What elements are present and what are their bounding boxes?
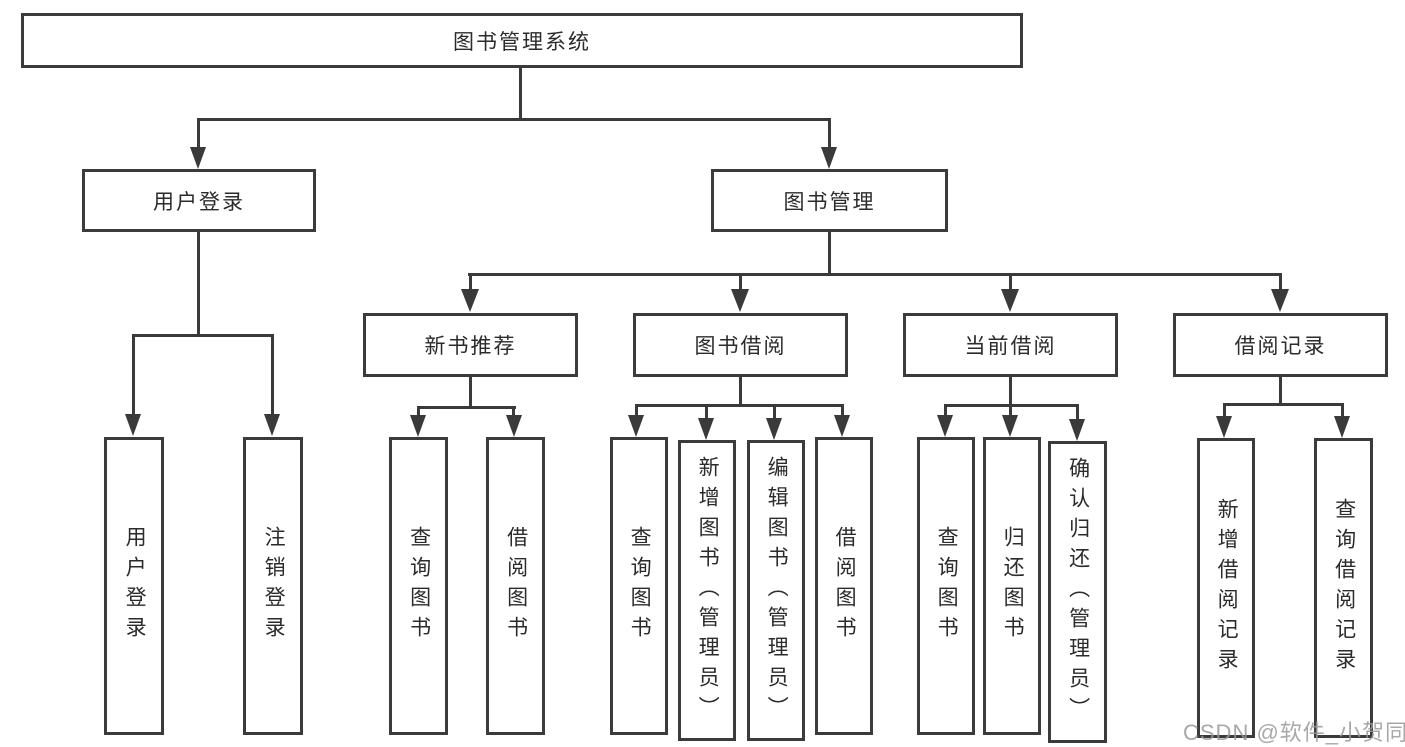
- connector-borrowing-stem: [739, 375, 742, 406]
- connector-root-stem: [519, 68, 522, 120]
- connector-l3-drop: [469, 276, 472, 289]
- node-book-mgmt: 图书管理: [711, 169, 948, 232]
- leaf-label: 借阅图书: [504, 526, 528, 646]
- leaf-user-login: 用户登录: [104, 437, 164, 735]
- leaf-confirm-return-admin: 确认归还（管理员）: [1048, 441, 1107, 743]
- leaf-query-book-2: 查询图书: [610, 437, 668, 735]
- arrowhead-leaf: [628, 415, 644, 437]
- leaf-label: 查询图书: [935, 526, 959, 646]
- node-root: 图书管理系统: [21, 13, 1023, 68]
- arrowhead-leaf: [1216, 416, 1232, 438]
- leaf-query-book-1: 查询图书: [389, 437, 448, 735]
- connector-book-mgmt-stem: [828, 230, 831, 275]
- leaf-label: 查询图书: [407, 526, 431, 646]
- leaf-label: 查询借阅记录: [1332, 498, 1356, 678]
- connector-user-login-drop: [197, 118, 200, 148]
- arrowhead-leaf: [937, 415, 953, 437]
- node-current-label: 当前借阅: [964, 335, 1057, 358]
- leaf-query-borrow-record: 查询借阅记录: [1314, 438, 1373, 738]
- arrowhead-leaf: [1334, 416, 1350, 438]
- connector-book-mgmt-branch: [468, 273, 1282, 276]
- connector-leaf-drop: [841, 407, 844, 416]
- node-root-label: 图书管理系统: [453, 30, 591, 54]
- arrowhead-l3: [731, 289, 749, 312]
- leaf-label: 确认归还（管理员）: [1066, 457, 1090, 727]
- leaf-logout: 注销登录: [243, 437, 303, 735]
- connector-current-branch: [944, 404, 1079, 407]
- connector-leaf-drop: [773, 407, 776, 418]
- connector-records-stem: [1279, 375, 1282, 405]
- connector-l3-drop: [1279, 276, 1282, 289]
- node-current: 当前借阅: [903, 313, 1118, 377]
- connector-current-stem: [1009, 375, 1012, 406]
- connector-leaf-drop: [1076, 407, 1079, 420]
- leaf-label: 新增借阅记录: [1215, 498, 1239, 678]
- leaf-query-book-3: 查询图书: [917, 437, 975, 735]
- connector-new-books-branch: [417, 406, 516, 409]
- connector-leaf-drop: [417, 406, 420, 416]
- leaf-label: 查询图书: [628, 526, 652, 646]
- leaf-label: 归还图书: [1001, 526, 1025, 646]
- leaf-borrow-book-2: 借阅图书: [815, 437, 873, 735]
- leaf-label: 注销登录: [262, 526, 286, 646]
- connector-leaf-drop: [705, 407, 708, 418]
- leaf-edit-book-admin: 编辑图书（管理员）: [747, 440, 805, 741]
- leaf-label: 借阅图书: [833, 526, 857, 646]
- arrowhead-book-mgmt: [821, 147, 837, 169]
- leaf-label: 用户登录: [123, 526, 147, 646]
- node-borrowing: 图书借阅: [633, 313, 848, 377]
- arrowhead-leaf: [125, 414, 141, 436]
- connector-leaf-drop: [944, 407, 947, 416]
- connector-leaf-drop: [512, 406, 515, 416]
- connector-leaf-drop: [132, 334, 135, 414]
- leaf-borrow-book-1: 借阅图书: [486, 437, 545, 735]
- connector-leaf-drop: [1223, 406, 1226, 417]
- node-records: 借阅记录: [1173, 313, 1388, 377]
- arrowhead-leaf: [1069, 419, 1085, 441]
- connector-book-mgmt-drop: [828, 118, 831, 148]
- leaf-label: 新增图书（管理员）: [696, 455, 720, 726]
- connector-l3-drop: [739, 276, 742, 289]
- arrowhead-leaf: [410, 415, 426, 437]
- connector-l3-drop: [1009, 276, 1012, 289]
- csdn-watermark: CSDN @软件_小贺同学: [1183, 720, 1405, 745]
- connector-borrowing-branch: [635, 404, 844, 407]
- arrowhead-leaf: [698, 418, 714, 440]
- connector-records-branch: [1223, 403, 1344, 406]
- leaf-add-borrow-record: 新增借阅记录: [1197, 438, 1255, 738]
- arrowhead-leaf: [1002, 415, 1018, 437]
- connector-root-branch: [197, 118, 831, 121]
- connector-new-books-stem: [469, 375, 472, 408]
- node-book-mgmt-label: 图书管理: [783, 190, 876, 214]
- connector-leaf-drop: [1341, 406, 1344, 417]
- connector-leaf-drop: [635, 407, 638, 416]
- node-user-login-label: 用户登录: [153, 190, 245, 214]
- arrowhead-leaf: [264, 414, 280, 436]
- arrowhead-leaf: [506, 415, 522, 437]
- node-new-books-label: 新书推荐: [424, 335, 517, 358]
- arrowhead-l3: [1271, 289, 1289, 312]
- arrowhead-leaf: [834, 415, 850, 437]
- leaf-add-book-admin: 新增图书（管理员）: [678, 440, 736, 741]
- arrowhead-l3: [1001, 289, 1019, 312]
- arrowhead-l3: [461, 289, 479, 312]
- node-new-books: 新书推荐: [363, 313, 578, 377]
- node-user-login: 用户登录: [82, 169, 316, 232]
- node-records-label: 借阅记录: [1234, 335, 1327, 358]
- arrowhead-user-login: [190, 147, 206, 169]
- connector-user-login-stem: [197, 230, 200, 334]
- connector-leaf-drop: [1009, 407, 1012, 416]
- connector-leaf-drop: [271, 334, 274, 414]
- leaf-return-book: 归还图书: [983, 437, 1041, 735]
- connector-user-login-branch: [132, 334, 274, 337]
- arrowhead-leaf: [766, 418, 782, 440]
- node-borrowing-label: 图书借阅: [694, 335, 787, 358]
- leaf-label: 编辑图书（管理员）: [765, 455, 789, 726]
